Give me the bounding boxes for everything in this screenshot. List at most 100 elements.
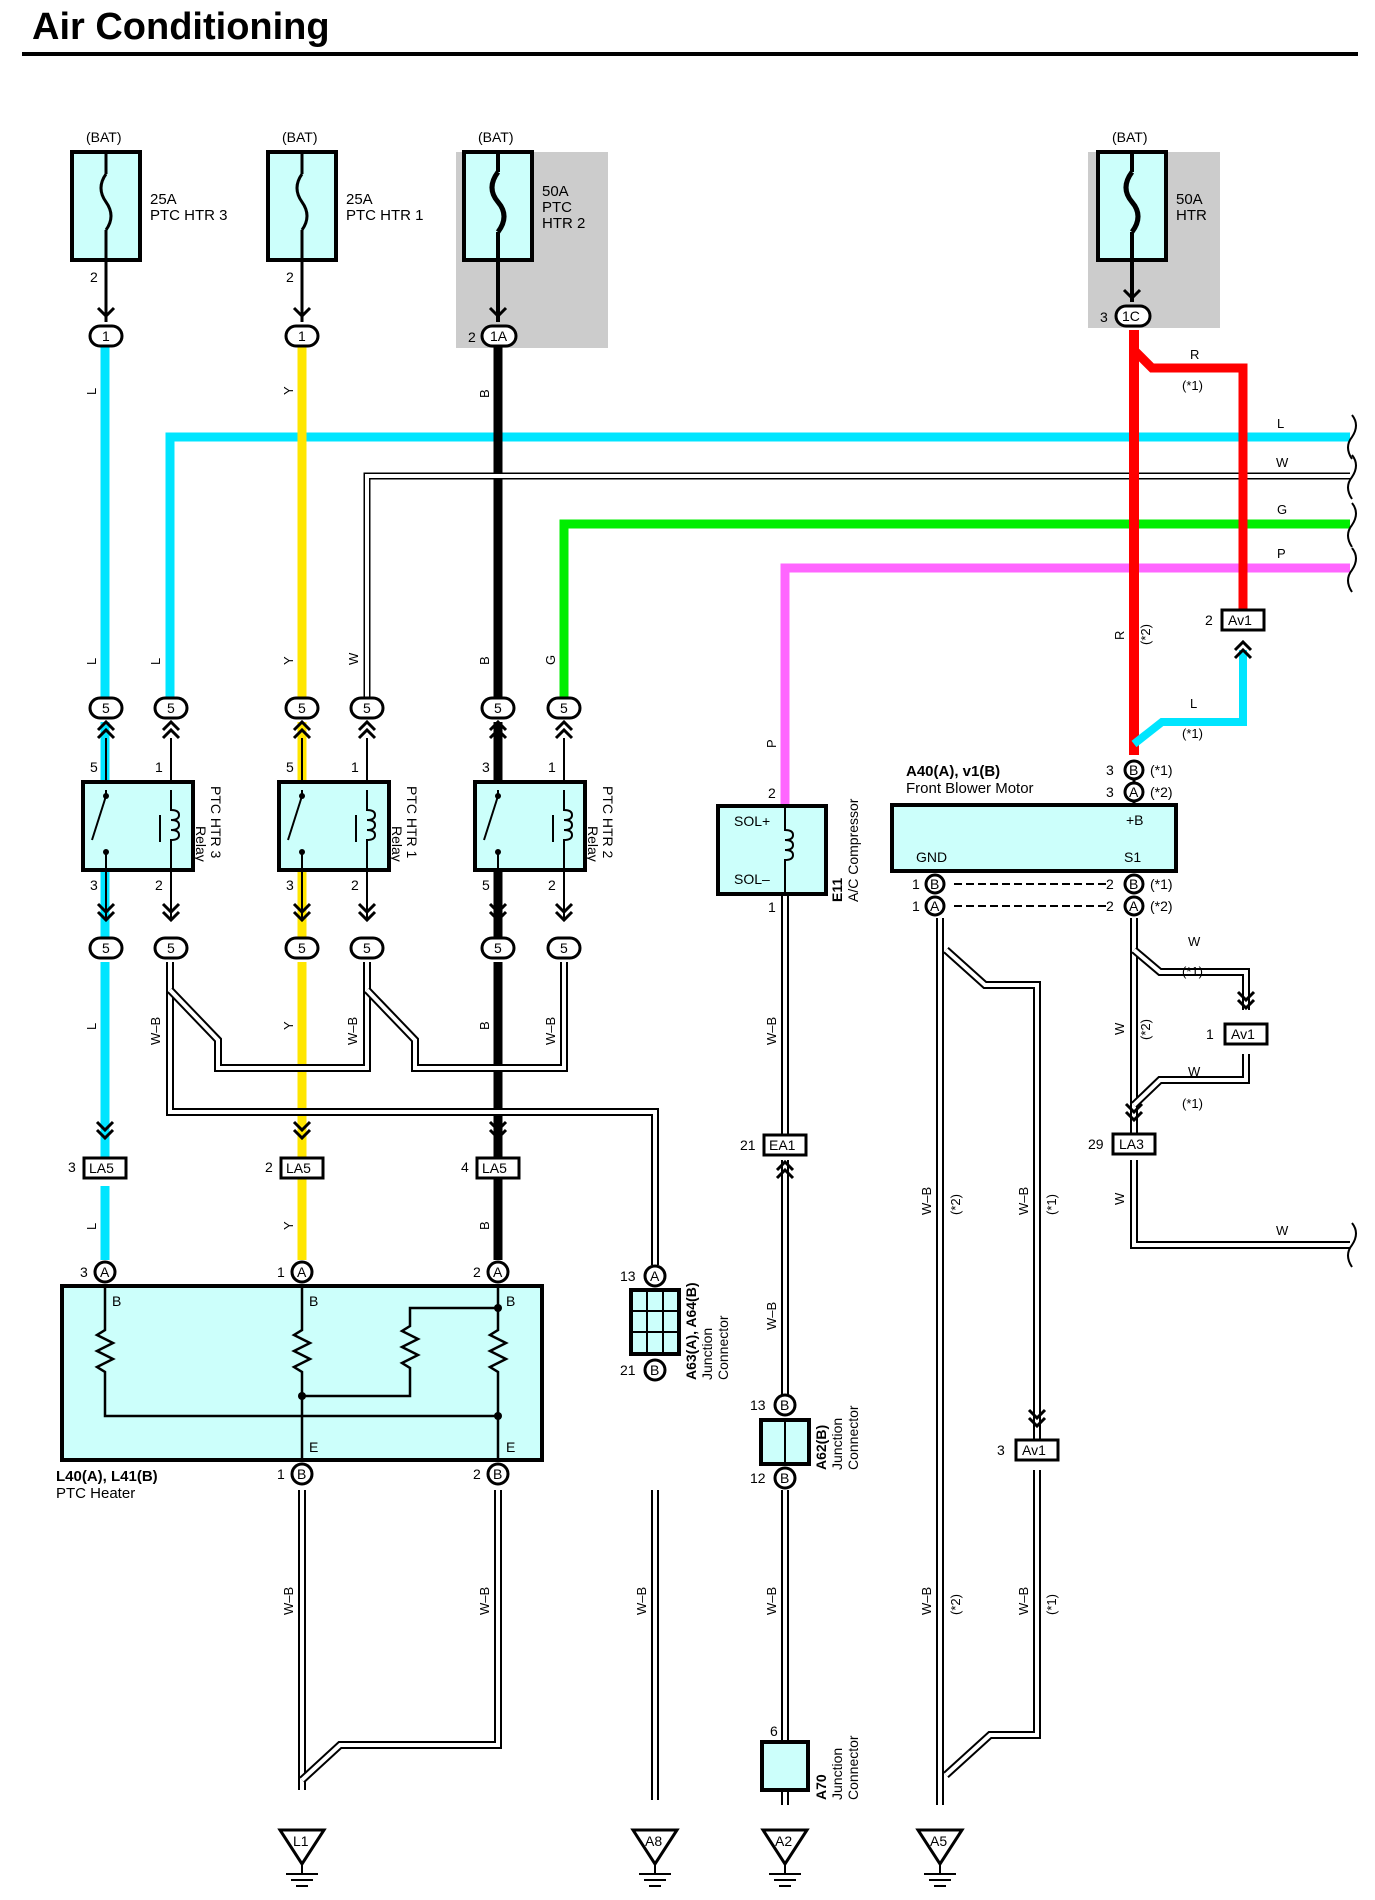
wire-label-wb: W–B xyxy=(281,1587,296,1615)
svg-text:2: 2 xyxy=(265,1159,273,1175)
svg-text:GND: GND xyxy=(916,849,947,865)
relay-bottom-connectors: 5 5 5 5 5 5 xyxy=(88,936,582,960)
wire-note: (*2) xyxy=(948,1594,963,1615)
wire-r-branch xyxy=(1130,346,1248,610)
av1-connectors: Av1 2 Av1 1 Av1 3 xyxy=(997,608,1269,1462)
svg-text:1: 1 xyxy=(277,1466,285,1482)
svg-text:SOL+: SOL+ xyxy=(734,813,770,829)
svg-text:5: 5 xyxy=(286,759,294,775)
svg-text:21: 21 xyxy=(620,1362,636,1378)
svg-text:PTC HTR 2: PTC HTR 2 xyxy=(600,786,616,859)
wire-label-y: Y xyxy=(281,1221,296,1230)
fuse-ptc-htr-3: (BAT) 25A PTC HTR 3 2 1 xyxy=(70,129,228,348)
svg-text:HTR 2: HTR 2 xyxy=(542,215,585,232)
wire-label-w: W xyxy=(1188,1064,1201,1079)
wire-label-w: W xyxy=(1112,1192,1127,1205)
wire-break-marks xyxy=(1347,414,1357,1268)
svg-text:3: 3 xyxy=(1106,762,1114,778)
wire-label-wb: W–B xyxy=(543,1017,558,1045)
wire-label-r: R xyxy=(1112,631,1127,640)
svg-text:1: 1 xyxy=(277,1264,285,1280)
fuse-name: PTC HTR 1 xyxy=(346,207,424,224)
svg-text:A62(B): A62(B) xyxy=(813,1425,829,1470)
svg-text:A: A xyxy=(100,1264,110,1280)
wire-label-l: L xyxy=(84,1223,99,1230)
junction-a62: B 13 B 12 A62(B) Junction Connector xyxy=(750,1393,861,1490)
svg-text:A2: A2 xyxy=(775,1833,792,1849)
wire-label-l: L xyxy=(1277,416,1284,431)
wire-label-wb: W–B xyxy=(764,1302,779,1330)
la3-connector: LA3 29 xyxy=(1088,1102,1157,1156)
ac-compressor: 2 SOL+ SOL– 1 E11 A/C Compressor xyxy=(716,785,861,915)
front-blower-motor: A40(A), v1(B) Front Blower Motor B 3 (*1… xyxy=(890,759,1178,917)
svg-text:A63(A), A64(B): A63(A), A64(B) xyxy=(683,1283,699,1381)
wire-label-wb: W–B xyxy=(1016,1587,1031,1615)
svg-text:3: 3 xyxy=(286,877,294,893)
junction-a70: 6 A70 Junction Connector xyxy=(760,1723,861,1800)
wire-note: (*2) xyxy=(1138,624,1153,645)
svg-text:5: 5 xyxy=(482,877,490,893)
fuse-connector: 1 xyxy=(102,328,110,344)
svg-text:3: 3 xyxy=(997,1442,1005,1458)
svg-text:B: B xyxy=(780,1470,789,1486)
svg-text:13: 13 xyxy=(620,1268,636,1284)
ea1-connector: EA1 21 xyxy=(740,1133,808,1180)
fuse-rating: 50A xyxy=(1176,191,1203,208)
svg-text:5: 5 xyxy=(363,940,371,956)
svg-text:A: A xyxy=(1129,898,1139,914)
fuse-rating: 25A xyxy=(346,191,373,208)
svg-text:B: B xyxy=(309,1293,318,1309)
wire-wb-group xyxy=(166,895,1350,1805)
page-title: Air Conditioning xyxy=(32,6,330,48)
wire-label-p: P xyxy=(1277,546,1286,561)
relay-ptc-htr-2: 3 1 PTC HTR 2 Relay 5 2 xyxy=(473,738,616,923)
wire-note: (*1) xyxy=(1182,726,1203,741)
grounds: L1 A8 A2 A5 xyxy=(277,1828,965,1887)
svg-text:Av1: Av1 xyxy=(1228,612,1252,628)
svg-text:Junction: Junction xyxy=(829,1748,845,1800)
svg-text:1: 1 xyxy=(155,759,163,775)
svg-text:SOL–: SOL– xyxy=(734,871,770,887)
svg-text:1: 1 xyxy=(351,759,359,775)
svg-text:B: B xyxy=(297,1466,306,1482)
wire-label-wb: W–B xyxy=(345,1017,360,1045)
svg-text:LA5: LA5 xyxy=(286,1160,311,1176)
svg-text:E: E xyxy=(506,1439,515,1455)
svg-text:+B: +B xyxy=(1126,812,1144,828)
svg-text:1: 1 xyxy=(768,899,776,915)
svg-text:PTC: PTC xyxy=(542,199,572,216)
svg-text:B: B xyxy=(493,1466,502,1482)
wire-label-g: G xyxy=(543,655,558,665)
svg-text:5: 5 xyxy=(102,700,110,716)
svg-text:B: B xyxy=(780,1397,789,1413)
wire-label-p: P xyxy=(764,739,779,748)
wire-label-w: W xyxy=(1276,1223,1289,1238)
svg-text:5: 5 xyxy=(90,759,98,775)
wire-label-b: B xyxy=(477,1221,492,1230)
svg-text:1: 1 xyxy=(912,898,920,914)
wire-label-l: L xyxy=(1190,696,1197,711)
svg-text:B: B xyxy=(1129,876,1138,892)
svg-text:S1: S1 xyxy=(1124,849,1141,865)
svg-text:Relay: Relay xyxy=(585,826,601,862)
svg-text:Av1: Av1 xyxy=(1231,1026,1255,1042)
wire-w-bus xyxy=(363,472,1350,705)
ground-a2: A2 xyxy=(760,1828,810,1887)
svg-text:(*2): (*2) xyxy=(1150,784,1173,800)
svg-text:A: A xyxy=(493,1264,503,1280)
svg-text:(*1): (*1) xyxy=(1150,762,1173,778)
wire-label-l: L xyxy=(84,1023,99,1030)
svg-text:5: 5 xyxy=(298,940,306,956)
svg-text:LA3: LA3 xyxy=(1119,1136,1144,1152)
heater-code: L40(A), L41(B) xyxy=(56,1468,158,1485)
svg-text:1: 1 xyxy=(912,876,920,892)
svg-text:A70: A70 xyxy=(813,1774,829,1800)
fuse-source: (BAT) xyxy=(478,129,514,145)
fuse-name: PTC HTR 3 xyxy=(150,207,228,224)
wire-note: (*1) xyxy=(1044,1594,1059,1615)
svg-text:5: 5 xyxy=(298,700,306,716)
ground-a5: A5 xyxy=(915,1828,965,1887)
fuse-pin: 2 xyxy=(90,269,98,285)
svg-text:Connector: Connector xyxy=(715,1315,731,1380)
fuse-source: (BAT) xyxy=(86,129,122,145)
